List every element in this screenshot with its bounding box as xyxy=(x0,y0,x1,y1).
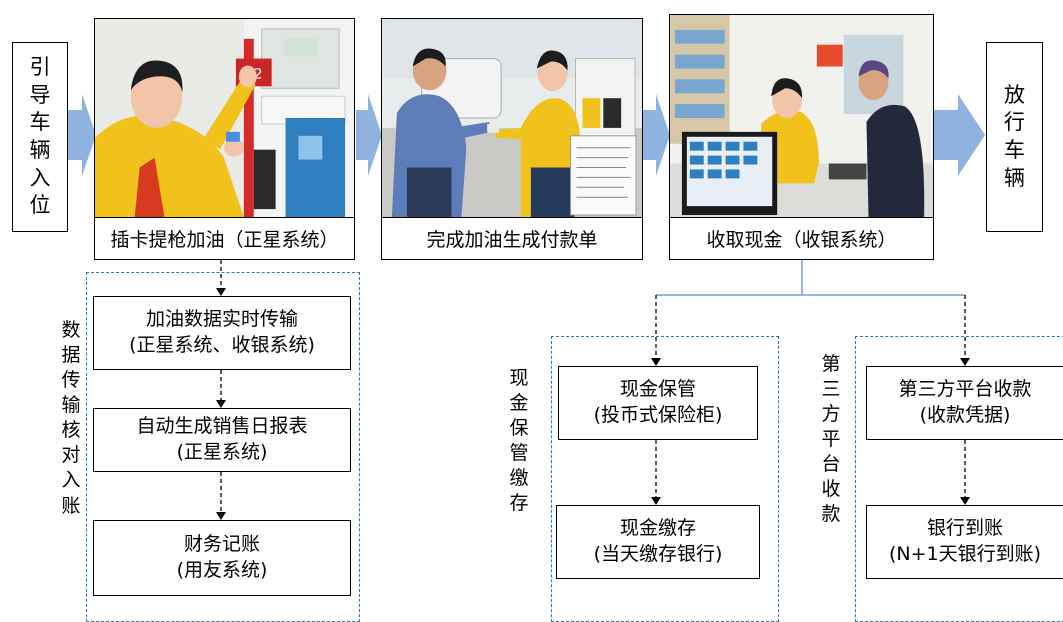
payment-slip-photo xyxy=(381,18,643,218)
release-vehicle-box: 放 行 车 辆 xyxy=(986,42,1043,232)
flow-arrow-1 xyxy=(67,94,96,176)
flow-arrow-2 xyxy=(356,94,382,176)
data-section-label: 数 据 传 输 核 对 入 账 xyxy=(61,319,81,517)
flow-arrow-4 xyxy=(934,94,985,176)
data-transfer-box: 加油数据实时传输 (正星系统、收银系统) xyxy=(93,296,351,370)
flow-arrow-3 xyxy=(643,94,670,176)
daily-report-box: 自动生成销售日报表 (正星系统) xyxy=(93,408,351,472)
cash-register-photo xyxy=(669,14,934,218)
step3-caption: 收取现金（收银系统） xyxy=(669,218,934,260)
accounting-box: 财务记账 (用友系统) xyxy=(93,520,351,596)
guide-vehicle-box: 引 导 车 辆 入 位 xyxy=(12,42,68,232)
third-party-payment-box: 第三方平台收款 (收款凭据) xyxy=(866,366,1063,440)
cash-safekeeping-box: 现金保管 (投币式保险柜) xyxy=(558,366,758,440)
step2-caption: 完成加油生成付款单 xyxy=(381,218,643,260)
bank-arrival-box: 银行到账 (N+1天银行到账) xyxy=(866,505,1063,579)
third-party-section-label: 第 三 方 平 台 收 款 xyxy=(821,353,841,526)
refuel-photo: 92 xyxy=(94,18,355,218)
cash-section-label: 现 金 保 管 缴 存 xyxy=(509,367,529,515)
cash-deposit-box: 现金缴存 (当天缴存银行) xyxy=(556,505,760,579)
step1-caption: 插卡提枪加油（正星系统） xyxy=(94,218,355,260)
